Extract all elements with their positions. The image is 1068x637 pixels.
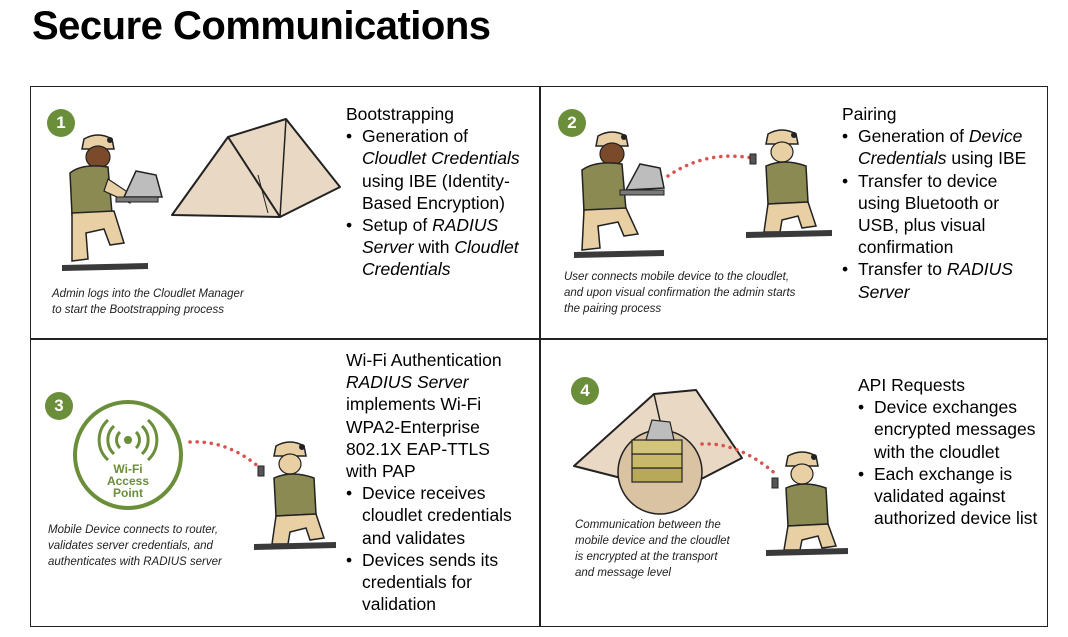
bullet-item: Device exchanges encrypted messages with… (858, 396, 1038, 463)
text-segment: implements Wi-Fi (346, 394, 482, 415)
encrypted-signal-dots (700, 442, 780, 478)
panel-2-caption: User connects mobile device to the cloud… (564, 269, 795, 317)
panel-heading: Pairing (842, 104, 897, 124)
text-segment: Each exchange is validated against autho… (874, 463, 1038, 529)
ap-label: Wi-Fi (113, 462, 142, 476)
mobile-user-soldier-icon (766, 451, 848, 556)
italic-term: Cloudlet Credentials (362, 237, 519, 280)
bullet-item: Setup of RADIUS Server with Cloudlet Cre… (346, 214, 532, 281)
text-segment: Devices sends its credentials for valida… (362, 549, 499, 615)
wifi-access-point-icon: Wi-Fi Access Point (73, 400, 183, 510)
text-segment: using IBE (Identity-Based Encryption) (362, 170, 510, 213)
mobile-user-soldier-icon (746, 129, 832, 238)
panel-4-caption: Communication between the mobile device … (575, 517, 730, 581)
bullet-list: Generation of Cloudlet Credentials using… (346, 125, 532, 280)
step-badge: 1 (47, 109, 75, 137)
ap-label: Point (113, 486, 143, 500)
text-segment: Generation of (858, 126, 969, 147)
panel-3-caption: Mobile Device connects to router, valida… (48, 522, 222, 570)
sub-line: implements Wi-Fi (346, 393, 534, 415)
bullet-item: Device receives cloudlet credentials and… (346, 482, 534, 549)
bullet-list: Device receives cloudlet credentials and… (346, 482, 534, 615)
bullet-item: Each exchange is validated against autho… (858, 463, 1038, 530)
panel-2-text: Pairing Generation of Device Credentials… (842, 103, 1042, 303)
caption-line: and upon visual confirmation the admin s… (564, 287, 796, 299)
caption-line: Communication between the (575, 519, 721, 531)
caption-line: authenticates with RADIUS server (48, 556, 222, 568)
text-segment: Transfer to device using Bluetooth or US… (858, 170, 1000, 258)
step-badge: 3 (45, 392, 73, 420)
italic-term: RADIUS Server (858, 259, 1013, 302)
caption-line: validates server credentials, and (48, 540, 213, 552)
bullet-list: Generation of Device Credentials using I… (842, 125, 1042, 303)
text-segment: Generation of (362, 126, 469, 147)
step-badge: 2 (558, 109, 586, 137)
italic-term: Cloudlet Credentials (362, 148, 520, 169)
text-segment: Device receives cloudlet credentials and… (362, 483, 512, 548)
italic-term: RADIUS Server (346, 372, 469, 393)
tent-icon (171, 118, 341, 218)
sub-line: with PAP (346, 460, 534, 482)
grid-horizontal-divider (30, 338, 1048, 340)
text-segment: WPA2-Enterprise (346, 416, 480, 437)
grid-vertical-divider (539, 86, 541, 627)
caption-line: User connects mobile device to the cloud… (564, 271, 790, 283)
text-segment: using IBE (946, 148, 1027, 169)
bullet-list: Device exchanges encrypted messages with… (858, 396, 1038, 529)
caption-line: mobile device and the cloudlet (575, 535, 730, 547)
text-segment: Device exchanges encrypted messages with… (874, 397, 1036, 462)
text-segment: 802.1X EAP-TTLS (346, 438, 490, 459)
italic-term: RADIUS Server (362, 215, 499, 258)
ap-label: Access (107, 474, 149, 488)
caption-line: is encrypted at the transport (575, 551, 718, 563)
cloudlet-tent-icon (573, 389, 743, 515)
text-segment: with (413, 237, 455, 258)
wifi-signal-dots (188, 440, 262, 470)
panel-heading: Wi-Fi Authentication (346, 350, 502, 370)
panel-1-text: Bootstrapping Generation of Cloudlet Cre… (346, 103, 532, 281)
caption-line: Admin logs into the Cloudlet Manager (52, 288, 244, 300)
italic-term: Device Credentials (858, 126, 1023, 169)
step-badge: 4 (571, 377, 599, 405)
bullet-item: Generation of Device Credentials using I… (842, 125, 1042, 169)
bullet-item: Generation of Cloudlet Credentials using… (346, 125, 532, 214)
sub-line: 802.1X EAP-TTLS (346, 438, 534, 460)
admin-soldier-icon (574, 131, 665, 258)
pairing-signal-dots (666, 154, 754, 178)
caption-line: the pairing process (564, 303, 662, 315)
text-segment: Transfer to (858, 259, 947, 280)
mobile-user-soldier-icon (254, 441, 336, 550)
admin-soldier-icon (62, 134, 163, 271)
sub-line: WPA2-Enterprise (346, 416, 534, 438)
panel-heading: Bootstrapping (346, 104, 454, 124)
caption-line: to start the Bootstrapping process (52, 304, 224, 316)
sub-line: RADIUS Server (346, 371, 534, 393)
bullet-item: Devices sends its credentials for valida… (346, 549, 534, 616)
caption-line: Mobile Device connects to router, (48, 524, 219, 536)
caption-line: and message level (575, 567, 671, 579)
bullet-item: Transfer to RADIUS Server (842, 258, 1042, 302)
page-title: Secure Communications (32, 4, 491, 48)
panel-4-text: API Requests Device exchanges encrypted … (858, 374, 1038, 529)
panel-1-caption: Admin logs into the Cloudlet Manager to … (52, 286, 244, 318)
text-segment: Setup of (362, 215, 433, 236)
text-segment: with PAP (346, 461, 416, 482)
bullet-item: Transfer to device using Bluetooth or US… (842, 170, 1042, 259)
panel-heading: API Requests (858, 375, 965, 395)
